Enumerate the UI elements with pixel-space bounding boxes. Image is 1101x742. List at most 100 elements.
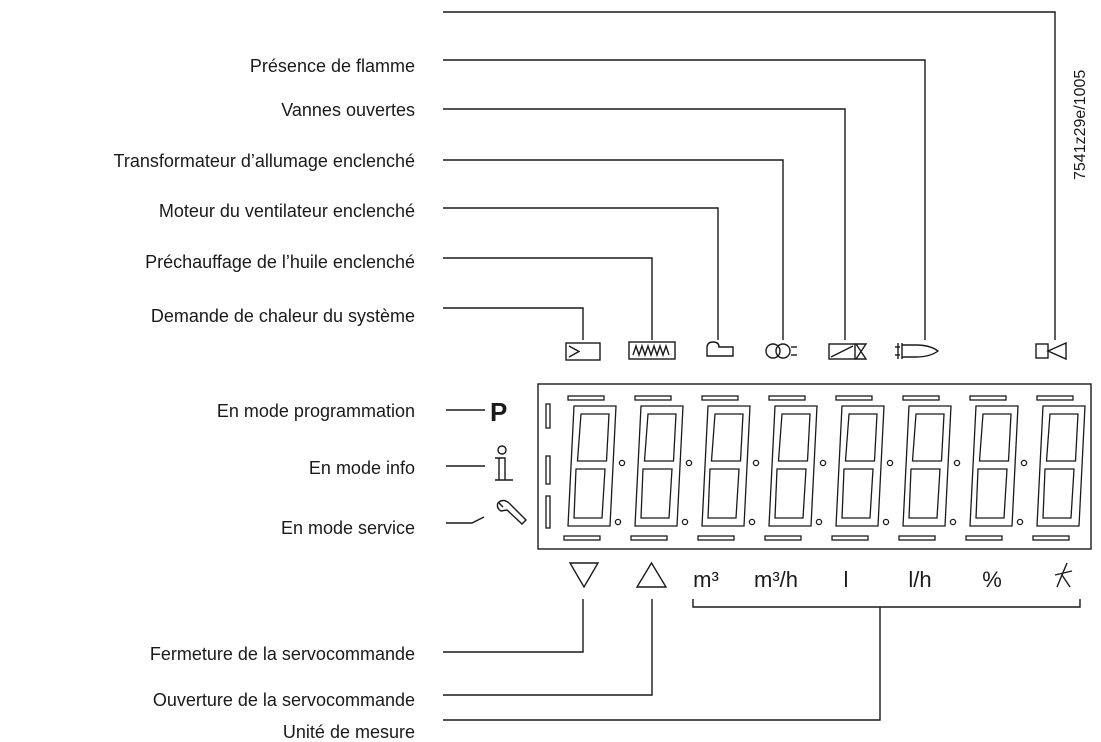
lcd-digit [563, 395, 626, 541]
label-info-mode: En mode info [309, 458, 415, 478]
unit-l: l [844, 567, 849, 592]
lcd-digit-outline [835, 405, 885, 527]
lcd-bottom-dash [764, 535, 802, 541]
lcd-digit [630, 395, 693, 541]
label-actuator-open: Ouverture de la servocommande [153, 690, 415, 710]
lcd-colon-dot [618, 459, 626, 467]
reference-code: 7541z29e/1005 [1072, 70, 1089, 180]
label-ignition-on: Transformateur d’allumage enclenché [114, 151, 416, 171]
lcd-colon-dot [953, 459, 961, 467]
lcd-decimal-dot [614, 518, 622, 526]
label-flame-presence: Présence de flamme [250, 56, 415, 76]
lcd-digit-outline [969, 405, 1019, 527]
indicator-bar [545, 495, 551, 529]
triangle-up-icon [635, 561, 668, 588]
info-icon [495, 445, 513, 481]
label-fan-on: Moteur du ventilateur enclenché [159, 201, 415, 221]
lcd-lower-window [975, 468, 1008, 519]
wrench-icon [496, 499, 527, 525]
lcd-colon-dot [886, 459, 894, 467]
indicator-bar [545, 455, 551, 485]
flame-icon [895, 343, 940, 359]
lcd-upper-window [844, 413, 878, 462]
lcd-digit-outline [902, 405, 952, 527]
lcd-decimal-dot [681, 518, 689, 526]
lcd-decimal-dot [815, 518, 823, 526]
indicator-bar [545, 403, 551, 429]
lcd-lower-window [774, 468, 807, 519]
lcd-decimal-dot [748, 518, 756, 526]
lcd-upper-window [978, 413, 1012, 462]
seven-segment-digits [563, 395, 1086, 541]
lcd-decimal-dot [949, 518, 957, 526]
leader-service [446, 516, 485, 524]
lcd-bottom-dash [965, 535, 1003, 541]
lcd-top-dash [1036, 395, 1074, 401]
oil-preheater-icon [628, 341, 676, 360]
lcd-bottom-dash [898, 535, 936, 541]
lcd-digit [965, 395, 1028, 541]
lcd-colon-dot [1020, 459, 1028, 467]
lcd-bottom-dash [563, 535, 601, 541]
lcd-digit [764, 395, 827, 541]
unit-m3-per-h: m³/h [754, 567, 798, 592]
lambda-icon [1054, 562, 1073, 588]
leader-unit [443, 607, 881, 721]
leader-actuator-close [443, 599, 584, 653]
lcd-upper-window [576, 413, 610, 462]
lcd-upper-window [1045, 413, 1079, 462]
lcd-top-dash [567, 395, 605, 401]
lcd-upper-window [643, 413, 677, 462]
units-bracket [692, 599, 1081, 608]
lcd-digit-outline [1036, 405, 1086, 527]
lcd-bottom-dash [697, 535, 735, 541]
lcd-bottom-dash [831, 535, 869, 541]
lcd-colon-dot [685, 459, 693, 467]
lcd-lower-window [640, 468, 673, 519]
programming-icon: P [490, 397, 507, 427]
lcd-digit [898, 395, 961, 541]
lcd-display [537, 383, 1092, 550]
lcd-lower-window [707, 468, 740, 519]
lcd-upper-window [911, 413, 945, 462]
lcd-upper-window [710, 413, 744, 462]
lcd-lower-window [573, 468, 606, 519]
lcd-upper-window [777, 413, 811, 462]
lcd-top-dash [634, 395, 672, 401]
lcd-top-dash [835, 395, 873, 401]
triangle-down-icon [568, 562, 600, 589]
lcd-bottom-dash [1032, 535, 1070, 541]
unit-m3: m³ [693, 567, 719, 592]
lcd-top-dash [902, 395, 940, 401]
lcd-lower-window [908, 468, 941, 519]
lcd-top-dash [969, 395, 1007, 401]
lcd-lower-window [841, 468, 874, 519]
lcd-top-dash [701, 395, 739, 401]
label-service-mode: En mode service [281, 518, 415, 538]
label-oil-preheat: Préchauffage de l’huile enclenché [145, 252, 415, 272]
label-programming-mode: En mode programmation [217, 401, 415, 421]
label-actuator-close: Fermeture de la servocommande [150, 644, 415, 664]
lcd-top-dash [768, 395, 806, 401]
lcd-digit-outline [634, 405, 684, 527]
ignition-transformer-icon [765, 343, 797, 359]
fuel-valve-icon [828, 343, 868, 360]
leader-lines-top [443, 11, 1056, 340]
lcd-digit [1032, 395, 1086, 541]
lcd-digit-outline [701, 405, 751, 527]
fan-motor-icon [706, 341, 734, 357]
lcd-digit [831, 395, 894, 541]
heat-request-icon [565, 342, 601, 361]
unit-percent: % [982, 567, 1002, 592]
lcd-digit-outline [567, 405, 617, 527]
unit-l-per-h: l/h [908, 567, 931, 592]
lcd-lower-window [1042, 468, 1075, 519]
label-unit-of-measure: Unité de mesure [283, 722, 415, 742]
mode-indicator-bars [545, 403, 551, 529]
lcd-digit-outline [768, 405, 818, 527]
label-heat-request: Demande de chaleur du système [151, 306, 415, 326]
lcd-colon-dot [752, 459, 760, 467]
leader-actuator-open [443, 599, 653, 696]
lcd-digit [697, 395, 760, 541]
